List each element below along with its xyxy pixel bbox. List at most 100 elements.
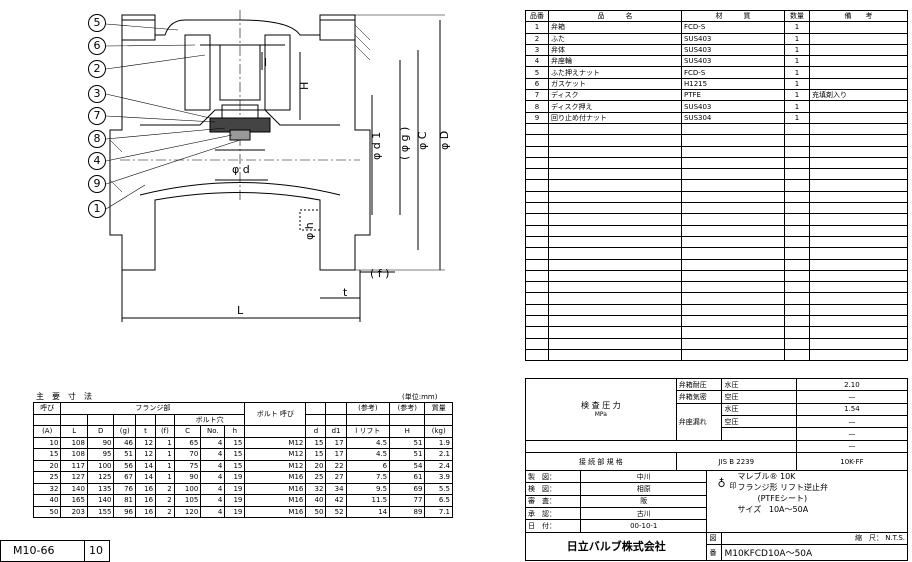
sub-header: D bbox=[86, 425, 115, 438]
dim-l: l bbox=[264, 56, 267, 69]
dims-cell: 22 bbox=[325, 459, 347, 472]
parts-cell: ディスク bbox=[548, 89, 682, 102]
dims-cell: 96 bbox=[113, 505, 136, 518]
dims-cell: 2.4 bbox=[424, 459, 453, 472]
dims-cell: 7.1 bbox=[424, 505, 453, 518]
parts-cell: 弁座輪 bbox=[548, 55, 682, 68]
parts-cell bbox=[548, 315, 682, 328]
h-ref2: (参考) bbox=[389, 402, 426, 415]
dims-cell: 32 bbox=[305, 482, 327, 495]
dims-cell: 125 bbox=[86, 471, 115, 484]
dims-cell: 4 bbox=[200, 494, 226, 507]
dims-cell: 1 bbox=[155, 459, 175, 472]
parts-row bbox=[525, 202, 908, 215]
parts-cell bbox=[809, 55, 908, 68]
dims-cell: 14 bbox=[345, 505, 391, 518]
parts-cell bbox=[784, 145, 810, 158]
parts-cell bbox=[809, 292, 908, 305]
sub-header: t bbox=[134, 425, 157, 438]
dims-cell: M12 bbox=[244, 436, 307, 449]
dims-cell: 56 bbox=[113, 459, 136, 472]
dims-cell: 19 bbox=[224, 505, 246, 518]
sub-header: d bbox=[305, 425, 327, 438]
dims-cell: 15 bbox=[224, 448, 246, 461]
parts-cell bbox=[525, 145, 549, 158]
parts-cell bbox=[548, 213, 682, 226]
parts-cell: H1215 bbox=[681, 77, 785, 91]
parts-row bbox=[525, 348, 908, 362]
approval-name: 阪 bbox=[579, 494, 708, 509]
parts-cell bbox=[548, 134, 682, 147]
parts-cell bbox=[525, 315, 549, 328]
parts-cell bbox=[809, 156, 908, 170]
dims-cell: 40 bbox=[32, 494, 62, 507]
dim-t: t bbox=[343, 286, 348, 299]
parts-cell: 弁箱 bbox=[548, 21, 682, 34]
parts-cell: 1 bbox=[525, 21, 549, 34]
dims-cell: 6 bbox=[345, 459, 391, 472]
dims-cell: 4.5 bbox=[345, 436, 391, 449]
sub-header: (kg) bbox=[424, 425, 453, 438]
parts-cell: ガスケット bbox=[548, 77, 682, 91]
parts-cell bbox=[548, 337, 682, 350]
parts-row bbox=[525, 247, 908, 260]
sub-header: C bbox=[173, 425, 202, 438]
parts-cell bbox=[681, 235, 785, 249]
parts-cell bbox=[525, 348, 549, 362]
parts-cell bbox=[809, 100, 908, 113]
parts-cell bbox=[784, 269, 810, 283]
dims-cell: 89 bbox=[389, 505, 426, 518]
dims-cell: 4 bbox=[200, 436, 226, 449]
dims-cell: 6.5 bbox=[424, 494, 453, 507]
dims-cell: 32 bbox=[32, 482, 62, 495]
parts-cell bbox=[548, 281, 682, 294]
scale-label: 縮 尺： bbox=[854, 534, 883, 543]
dims-cell: 2.1 bbox=[424, 448, 453, 461]
parts-cell bbox=[809, 179, 908, 192]
approval-label: 日 付： bbox=[525, 519, 581, 533]
insp-value: — bbox=[795, 427, 909, 441]
dims-cell: 3.9 bbox=[424, 471, 453, 484]
callout-5: 5 bbox=[88, 14, 106, 32]
parts-cell bbox=[525, 122, 549, 136]
parts-row bbox=[525, 224, 908, 237]
sub-header: d1 bbox=[325, 425, 347, 438]
dims-cell: 34 bbox=[325, 482, 347, 495]
parts-cell bbox=[525, 168, 549, 181]
dims-cell: 135 bbox=[86, 482, 115, 495]
dims-cell: 5.5 bbox=[424, 482, 453, 495]
parts-cell bbox=[784, 348, 810, 362]
dims-cell: 140 bbox=[86, 494, 115, 507]
page-id: M10-66 bbox=[1, 541, 85, 561]
connection-label: 接 続 部 規 格 bbox=[525, 452, 677, 472]
dims-cell: 65 bbox=[173, 436, 202, 449]
parts-row bbox=[525, 269, 908, 283]
parts-cell bbox=[548, 247, 682, 260]
parts-cell bbox=[525, 258, 549, 271]
parts-cell bbox=[525, 202, 549, 215]
dims-cell: 14 bbox=[134, 471, 157, 484]
dims-cell: 51 bbox=[389, 448, 426, 461]
dimensions-table: 呼び フランジ部 ボルト 呼び (参考) (参考) 質量 ボルト穴 (A) L … bbox=[32, 402, 453, 518]
parts-cell bbox=[784, 224, 810, 237]
dims-cell: 4 bbox=[200, 505, 226, 518]
parts-cell bbox=[809, 213, 908, 226]
parts-cell: SUS403 bbox=[681, 43, 785, 57]
dims-cell: 17 bbox=[325, 448, 347, 461]
dims-cell: 10 bbox=[32, 436, 62, 449]
dims-cell: 15 bbox=[224, 459, 246, 472]
insp-value: 2.10 bbox=[795, 377, 909, 392]
parts-cell bbox=[681, 213, 785, 226]
parts-cell bbox=[525, 326, 549, 339]
parts-cell bbox=[525, 190, 549, 204]
parts-row bbox=[525, 168, 908, 181]
h-flange: フランジ部 bbox=[60, 402, 246, 415]
parts-cell: SUS403 bbox=[681, 32, 785, 45]
parts-cell bbox=[809, 66, 908, 79]
dims-cell: 15 bbox=[305, 448, 327, 461]
